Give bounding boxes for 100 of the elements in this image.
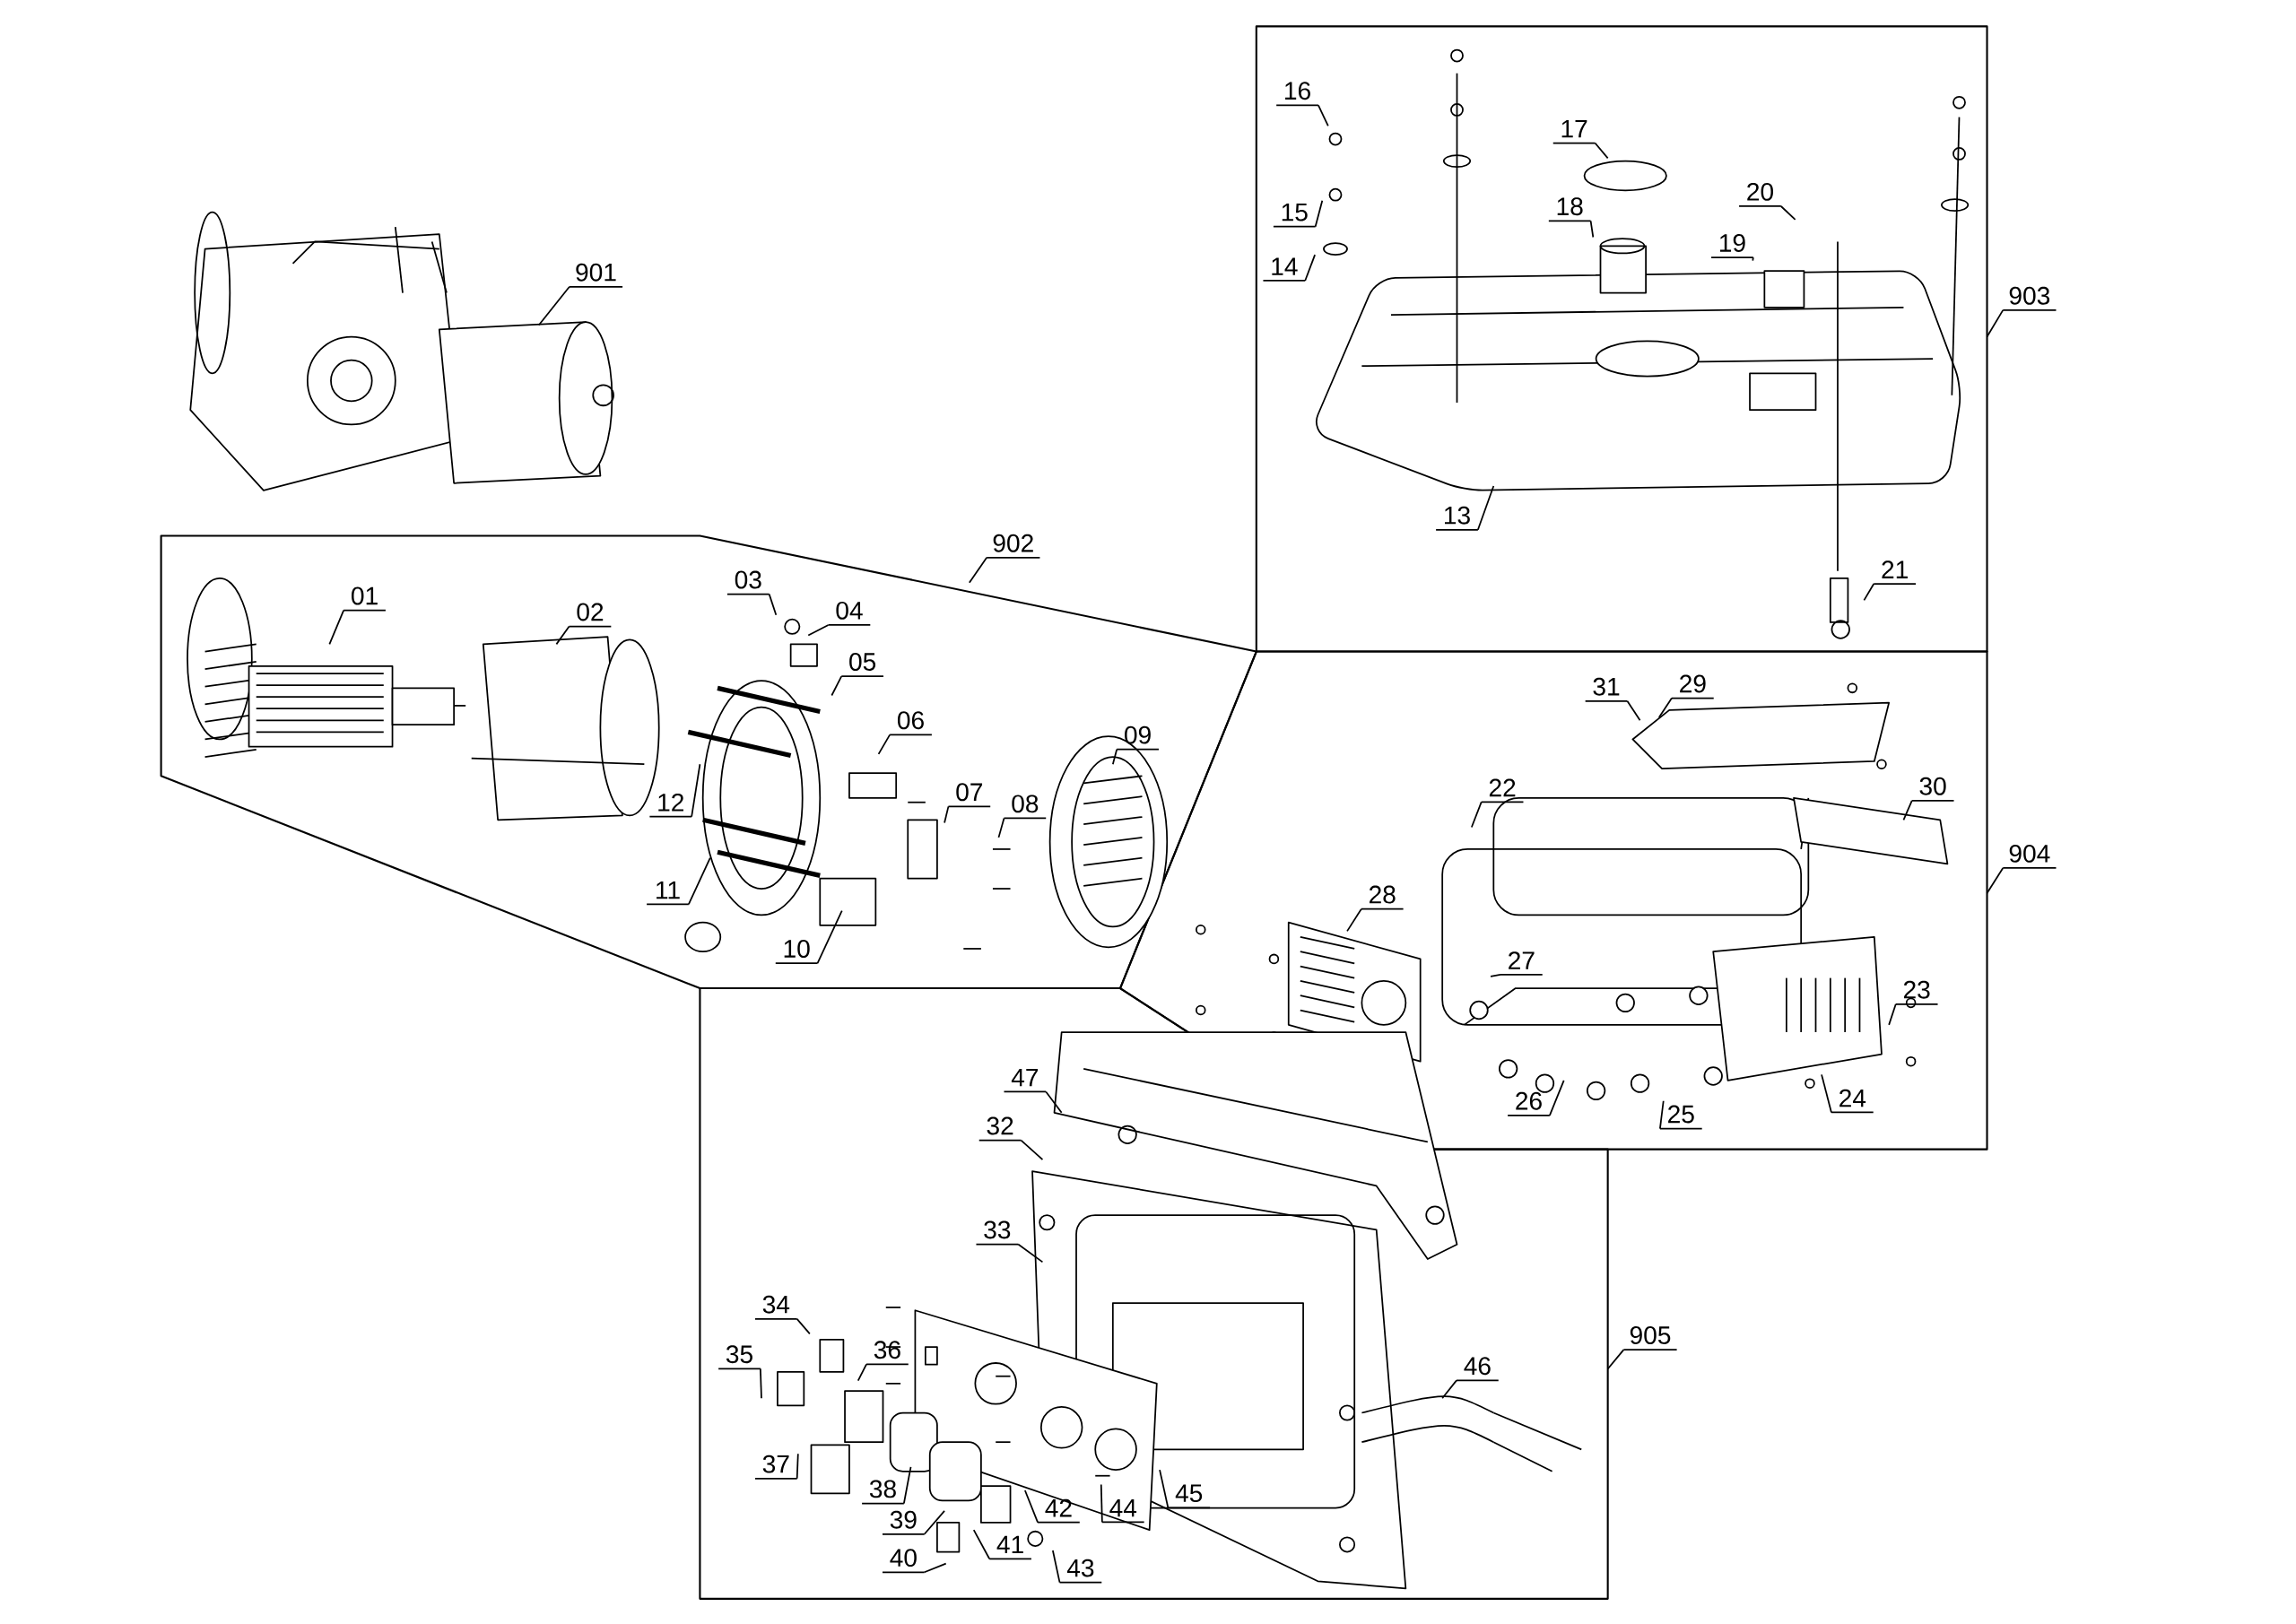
- callout-number: 902: [986, 534, 1041, 559]
- leader-line: [1606, 1349, 1625, 1370]
- leader-line: [944, 805, 950, 824]
- leader-line: [1986, 867, 2005, 894]
- callout-number: 38: [861, 1480, 905, 1505]
- leader-line: [1752, 256, 1754, 262]
- callout-number: 43: [1058, 1559, 1103, 1584]
- leader-line: [997, 817, 1005, 838]
- callout-number: 09: [1116, 725, 1160, 751]
- callout-number: 40: [882, 1549, 926, 1574]
- callout-number: 903: [2002, 287, 2057, 311]
- callout-number: 33: [975, 1220, 1020, 1246]
- leader-line: [1318, 104, 1329, 127]
- callout-number: 23: [1894, 980, 1939, 1005]
- callout-number: 15: [1273, 204, 1317, 228]
- callout-number: 02: [568, 603, 613, 628]
- callout-number: 29: [1671, 674, 1715, 699]
- callout-number: 16: [1275, 82, 1319, 107]
- callout-number: 18: [1547, 197, 1592, 222]
- callout-number: 12: [648, 794, 692, 818]
- callout-number: 37: [754, 1455, 798, 1480]
- leader-line: [1314, 200, 1324, 228]
- leader-line: [968, 557, 988, 584]
- leader-line: [857, 1363, 867, 1382]
- callout-number: 22: [1480, 778, 1525, 803]
- callout-number: 20: [1738, 183, 1782, 208]
- callout-number: 24: [1831, 1089, 1874, 1114]
- leader-line: [1986, 309, 2005, 338]
- callout-number: 11: [646, 881, 690, 906]
- leader-line: [537, 286, 570, 326]
- callout-number: 05: [840, 653, 884, 678]
- callout-number: 21: [1873, 560, 1917, 586]
- leader-line: [768, 593, 778, 616]
- callout-number: 03: [726, 570, 770, 595]
- leader-line: [691, 763, 701, 818]
- leader-line: [1470, 801, 1483, 829]
- leader-line: [1490, 974, 1501, 978]
- callout-number: 08: [1003, 795, 1048, 820]
- callout-number: 01: [343, 586, 387, 612]
- leader-line: [1346, 908, 1362, 933]
- leader-line: [1052, 1550, 1061, 1584]
- leader-line: [831, 675, 843, 697]
- leader-line: [1020, 1139, 1044, 1161]
- callout-number: 04: [827, 602, 872, 626]
- leader-line: [1589, 220, 1595, 239]
- callout-number: 32: [978, 1116, 1022, 1142]
- leader-line: [877, 734, 891, 755]
- leader-line: [903, 1466, 912, 1505]
- leader-line: [1779, 205, 1796, 221]
- callout-number: 10: [774, 940, 819, 965]
- leader-line: [1863, 583, 1875, 602]
- callout-number: 904: [2002, 845, 2057, 869]
- leader-line: [1657, 697, 1673, 719]
- callout-number: 47: [1003, 1069, 1048, 1093]
- leader-line: [1023, 1489, 1039, 1524]
- callout-number: 30: [1910, 777, 1955, 802]
- leader-line: [923, 1563, 947, 1574]
- leader-line: [796, 1318, 811, 1335]
- leader-line: [1045, 1090, 1063, 1114]
- callout-number: 17: [1552, 120, 1596, 144]
- leader-line: [807, 624, 830, 637]
- leader-line: [816, 909, 843, 965]
- leader-line: [688, 857, 711, 906]
- leader-line: [555, 625, 570, 646]
- callout-number: 46: [1456, 1357, 1500, 1382]
- leader-line: [1100, 1483, 1103, 1524]
- leader-line: [972, 1529, 991, 1560]
- leader-line: [1159, 1469, 1170, 1509]
- callout-number: 39: [882, 1510, 926, 1535]
- callout-number: 901: [569, 263, 623, 288]
- callout-number: 19: [1710, 234, 1754, 259]
- leader-line: [1821, 1073, 1832, 1114]
- leader-line: [1594, 142, 1609, 160]
- leader-line: [796, 1453, 799, 1480]
- callout-number: 28: [1360, 885, 1405, 910]
- callout-number: 42: [1037, 1499, 1081, 1524]
- callout-number: 44: [1101, 1499, 1145, 1524]
- callout-number: 07: [947, 783, 992, 808]
- leader-line: [1477, 485, 1495, 531]
- callout-number: 14: [1262, 257, 1307, 282]
- leader-line: [1304, 254, 1316, 282]
- leader-line: [1659, 1100, 1665, 1130]
- callout-number: 905: [1622, 1326, 1678, 1351]
- callout-number: 27: [1500, 951, 1544, 977]
- callout-number: 45: [1167, 1484, 1211, 1509]
- leader-line: [1111, 749, 1118, 766]
- leader-line: [1017, 1243, 1044, 1264]
- callout-number: 26: [1507, 1092, 1551, 1116]
- callout-number: 13: [1435, 506, 1479, 531]
- leader-line: [923, 1510, 945, 1535]
- callout-number: 31: [1584, 678, 1629, 702]
- leader-line: [1626, 700, 1641, 722]
- leader-line: [328, 609, 345, 646]
- leader-line: [1549, 1080, 1565, 1116]
- callout-number: 25: [1659, 1105, 1703, 1130]
- leader-line: [1902, 800, 1913, 821]
- callout-number: 35: [718, 1345, 761, 1370]
- callout-number: 41: [988, 1536, 1032, 1560]
- leader-line: [760, 1368, 762, 1400]
- callout-number: 06: [889, 711, 933, 736]
